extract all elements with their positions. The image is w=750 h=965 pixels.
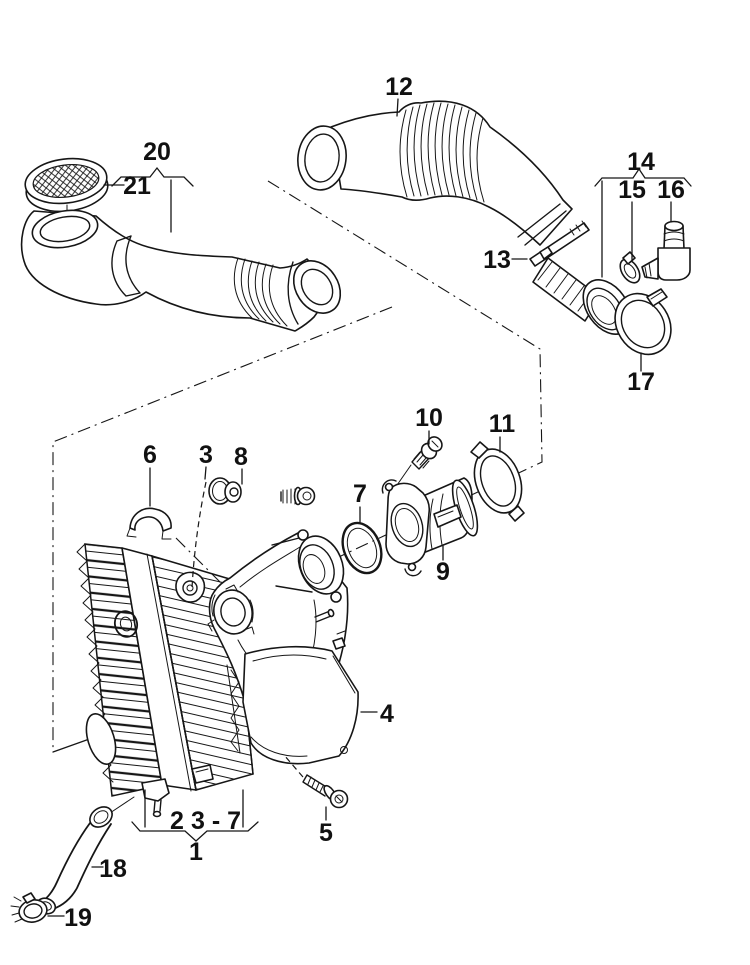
part-19-hose-clamp xyxy=(10,892,48,923)
part-20-intake-hose xyxy=(20,209,342,332)
callout-19: 19 xyxy=(64,904,92,932)
callout-6: 6 xyxy=(143,441,157,469)
bracket-20 xyxy=(103,166,194,233)
callout-3: 3 xyxy=(199,441,213,469)
callout-7: 7 xyxy=(353,480,367,508)
part-14-air-guide-hose xyxy=(532,257,632,335)
part-17-hose-clamp xyxy=(614,288,672,356)
part-5-screw xyxy=(283,754,349,809)
callout-8: 8 xyxy=(234,443,248,471)
callout-21: 21 xyxy=(123,172,151,200)
callout-13: 13 xyxy=(483,246,511,274)
callout-4: 4 xyxy=(380,700,394,728)
callout-17: 17 xyxy=(627,368,655,396)
callout-15: 15 xyxy=(618,176,646,204)
part-6-retaining-clip xyxy=(126,507,172,540)
part-3-grommet xyxy=(191,477,242,589)
part-10-screw xyxy=(394,436,443,489)
part-15-retaining-ring xyxy=(619,251,641,284)
part-7-o-ring xyxy=(341,521,383,575)
callout-16: 16 xyxy=(657,176,685,204)
cover-screw-boss xyxy=(175,571,206,603)
callout-10: 10 xyxy=(415,404,443,432)
callout-20: 20 xyxy=(143,138,171,166)
callout-3-7: 3 - 7 xyxy=(191,807,241,835)
callout-9: 9 xyxy=(436,558,450,586)
callout-1: 1 xyxy=(189,838,203,866)
part-8-screw xyxy=(280,486,316,506)
callout-18: 18 xyxy=(99,855,127,883)
callout-2: 2 xyxy=(170,807,184,835)
housing-left-face xyxy=(85,547,197,791)
part-16-elbow-fitting xyxy=(641,220,691,281)
part-12-intake-duct xyxy=(297,100,573,246)
part-9-air-flow-sensor xyxy=(381,477,479,577)
callout-5: 5 xyxy=(319,819,333,847)
bracket-1 xyxy=(131,789,259,842)
part-11-clamp-ring xyxy=(470,441,525,522)
callout-numbers: 12 20 21 14 15 16 13 17 10 11 7 9 6 3 8 … xyxy=(64,73,685,932)
callout-12: 12 xyxy=(385,73,413,101)
callout-leaders xyxy=(47,98,528,917)
part-4-cover-shield xyxy=(242,630,359,765)
callout-14: 14 xyxy=(627,148,655,176)
part-13-band-clamp xyxy=(529,220,590,267)
cover-latch-rail xyxy=(141,664,241,818)
callout-11: 11 xyxy=(489,410,516,438)
bracket-14 xyxy=(594,167,692,372)
cover-outlet-neck xyxy=(271,529,345,603)
